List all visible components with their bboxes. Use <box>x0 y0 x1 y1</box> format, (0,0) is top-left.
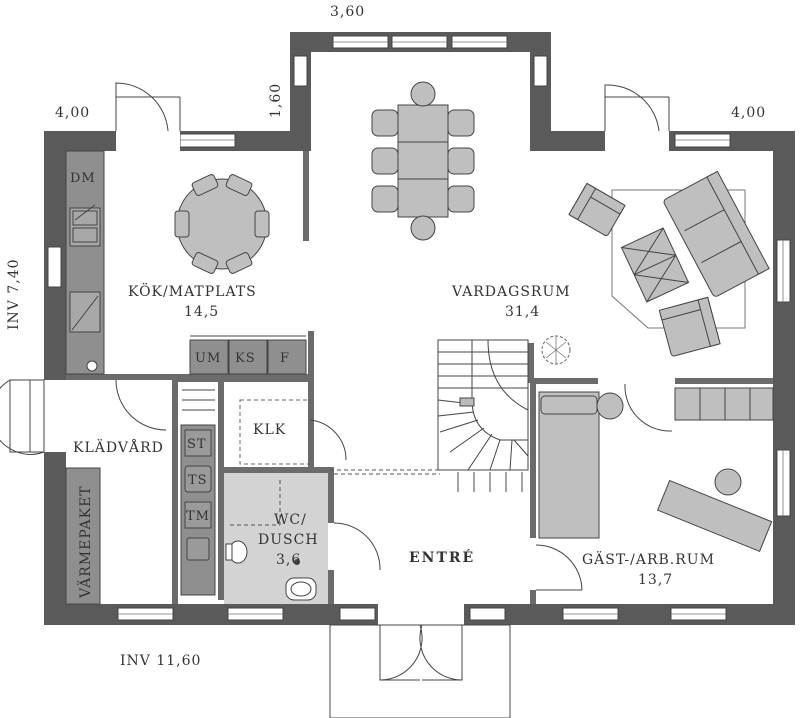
round-table <box>174 174 270 274</box>
dim-top-right: 4,00 <box>731 105 766 121</box>
kok-area: 14,5 <box>184 304 219 320</box>
room-labels: KÖK/MATPLATS 14,5 VARDAGSRUM 31,4 KLÄDVÅ… <box>73 282 715 588</box>
kitchen-counter: DM <box>65 150 105 375</box>
tm-label: TM <box>186 509 210 524</box>
wc-label: WC/ <box>274 512 307 528</box>
kladvard-label: KLÄDVÅRD <box>73 438 164 456</box>
dim-bay-depth: 1,60 <box>268 83 284 118</box>
klk-closet <box>239 399 440 475</box>
vardagsrum-label: VARDAGSRUM <box>451 284 571 300</box>
vardagsrum-area: 31,4 <box>505 304 540 320</box>
interior-walls <box>66 151 773 604</box>
dimension-labels: 3,60 4,00 4,00 1,60 INV 7,40 INV 11,60 <box>6 4 766 669</box>
entre-label: ENTRÉ <box>409 548 475 566</box>
st-label: ST <box>187 437 207 452</box>
ks-label: KS <box>235 351 256 366</box>
f-label: F <box>280 351 290 366</box>
living-furniture <box>541 170 770 365</box>
wc-area: 3,6 <box>276 552 301 568</box>
dim-left-side: INV 7,40 <box>6 258 22 330</box>
gast-label: GÄST-/ARB.RUM <box>582 550 715 568</box>
appliance-block: UM KS F <box>189 335 307 375</box>
gast-area: 13,7 <box>638 572 673 588</box>
dim-bottom: INV 11,60 <box>120 653 201 669</box>
guest-room <box>535 383 774 591</box>
dishwasher-label: DM <box>70 171 96 186</box>
klk-label: KLK <box>253 422 286 438</box>
staircase <box>437 339 529 492</box>
dim-top-bay: 3,60 <box>330 4 365 20</box>
laundry-area: ST TS TM VÄRMEPAKET <box>65 379 216 605</box>
dusch-label: DUSCH <box>258 532 319 548</box>
dim-top-left: 4,00 <box>55 105 90 121</box>
varmepaket-label: VÄRMEPAKET <box>76 485 94 599</box>
um-label: UM <box>195 351 221 366</box>
kok-label: KÖK/MATPLATS <box>128 282 257 300</box>
dining-table <box>371 81 475 241</box>
exterior-doors <box>0 82 670 718</box>
ts-label: TS <box>188 473 208 488</box>
bathroom <box>224 473 381 604</box>
